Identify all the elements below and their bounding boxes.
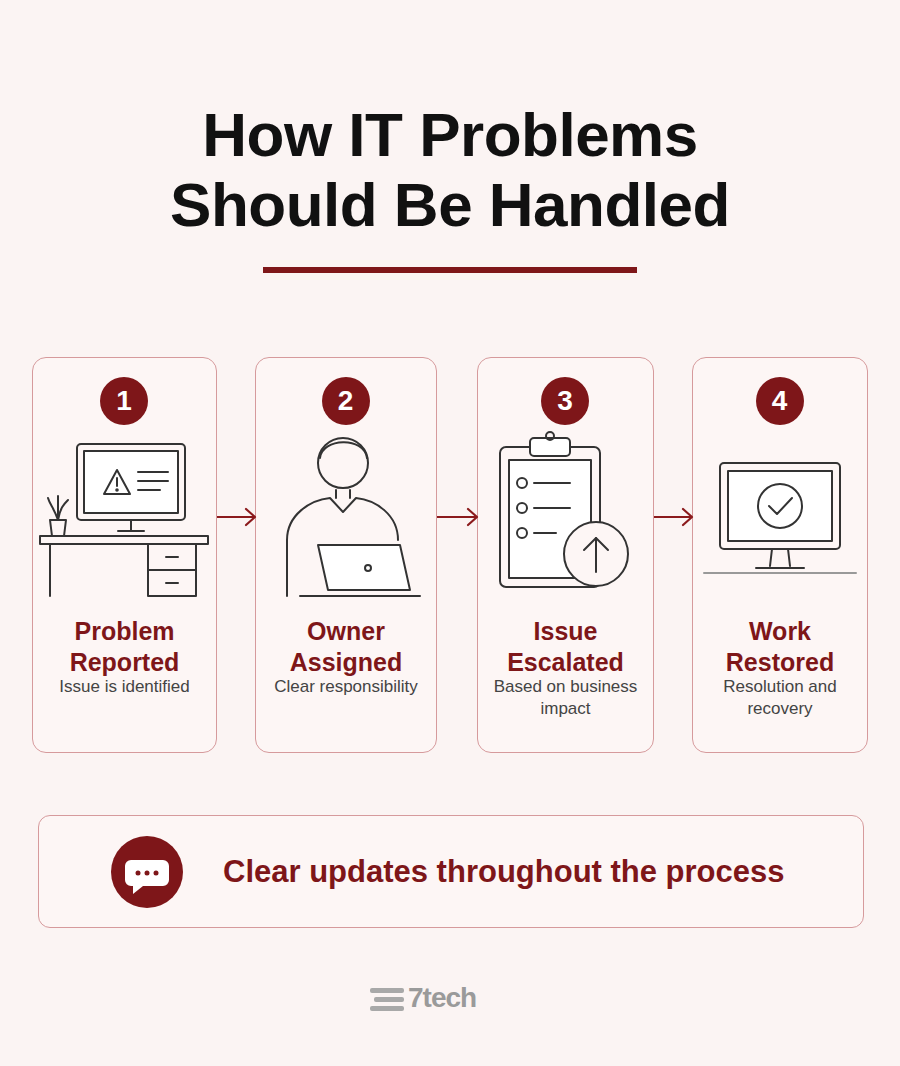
summary-text: Clear updates throughout the process [223,816,785,927]
step-card: Issue EscalatedBased on business impact 3 [477,357,654,753]
step-number-text: 4 [772,385,788,417]
step-card: Owner AssignedClear responsibility 2 [255,357,437,753]
step-number-text: 2 [338,385,354,417]
step-description: Based on business impact [486,676,645,720]
step-card: Work RestoredResolution and recovery 4 [692,357,868,753]
step-heading: Work Restored [699,616,861,678]
step-heading: Owner Assigned [262,616,430,678]
flow-arrow [654,509,692,525]
step-number: 2 [322,377,370,425]
step-description: Clear responsibility [264,676,428,698]
diagram-title: How IT Problems Should Be Handled [150,100,750,240]
step-heading: Issue Escalated [484,616,647,678]
step-number: 3 [541,377,589,425]
step-description: Issue is identified [41,676,208,698]
flow-arrow [217,509,255,525]
flow-arrow [437,509,477,525]
logo-text: 7tech [408,982,476,1014]
step-description: Resolution and recovery [701,676,859,720]
step-number-text: 1 [116,385,132,417]
step-number: 1 [100,377,148,425]
step-number-text: 3 [557,385,573,417]
step-card: Problem ReportedIssue is identified 1 [32,357,217,753]
step-number: 4 [756,377,804,425]
step-heading: Problem Reported [39,616,210,678]
